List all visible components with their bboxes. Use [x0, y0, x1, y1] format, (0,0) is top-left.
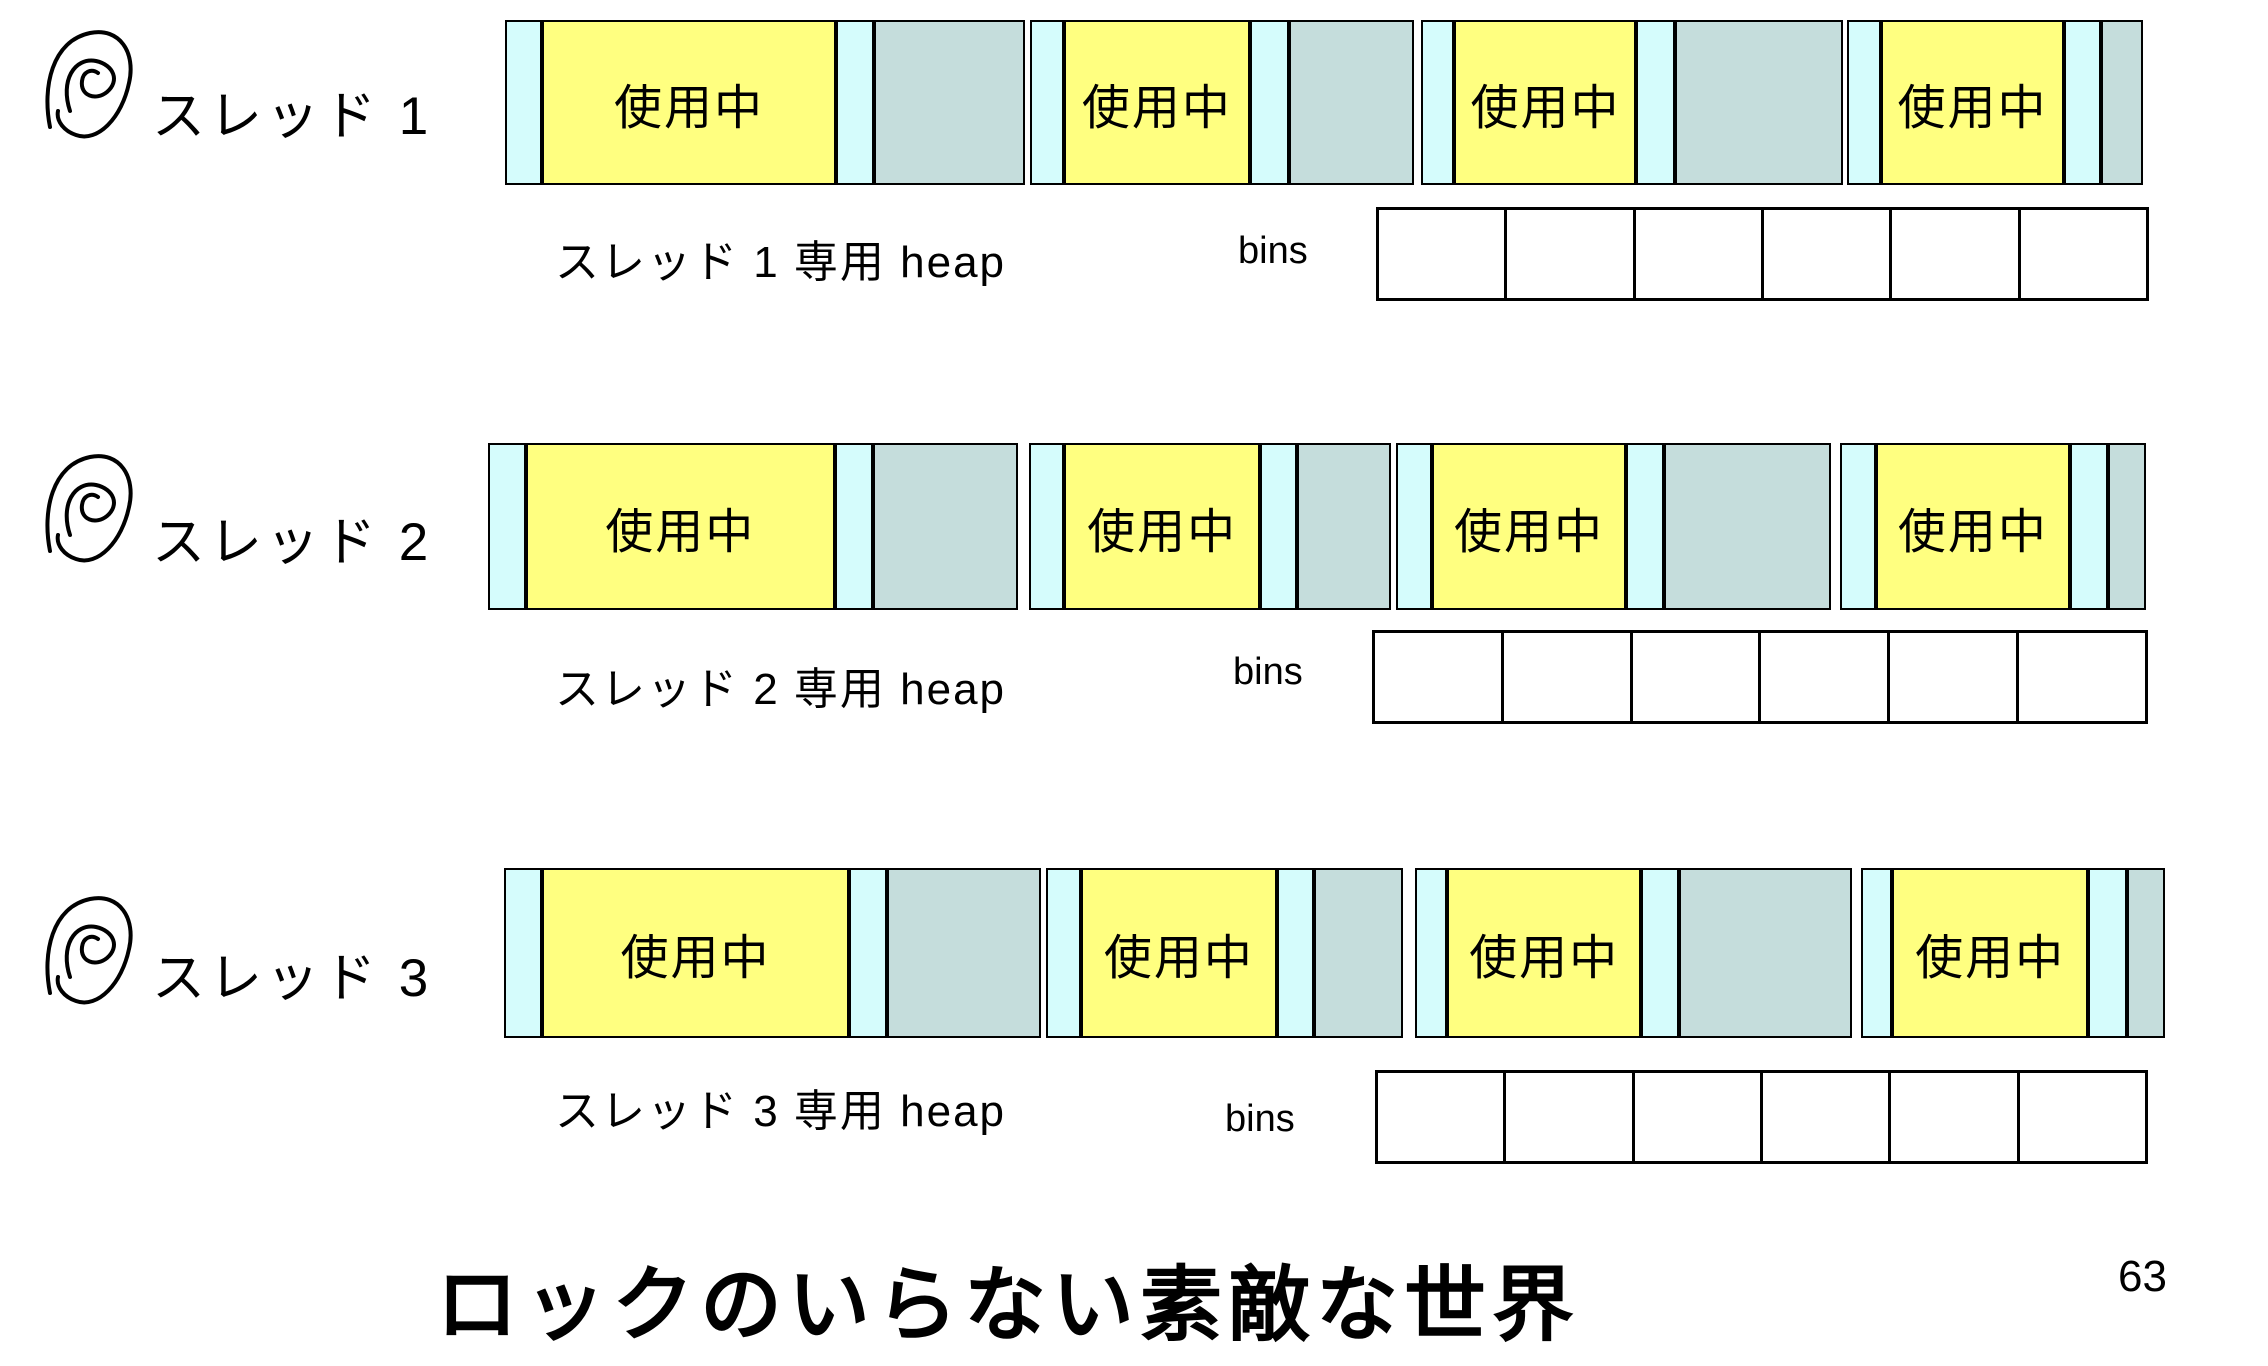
heap-block-used: 使用中 — [1892, 868, 2089, 1038]
heap-block-gap — [1414, 20, 1422, 185]
bin-cell — [2017, 207, 2149, 301]
heap-block-free — [2101, 20, 2143, 185]
heap-block-boundary — [488, 443, 526, 610]
bin-cell — [1887, 630, 2020, 724]
thread-label: スレッド 3 — [152, 949, 433, 1008]
heap-block-gap — [1851, 868, 1861, 1038]
heap-block-gap — [1040, 868, 1047, 1038]
heap-block-free — [1678, 868, 1852, 1038]
heap-block-used: 使用中 — [1431, 443, 1627, 610]
heap-caption: スレッド 3 専用 heap — [555, 1087, 1007, 1136]
heap-bar: 使用中使用中使用中使用中 — [504, 868, 2165, 1038]
heap-block-boundary — [504, 868, 543, 1038]
bin-cell — [1760, 207, 1893, 301]
heap-block-free — [1288, 20, 1415, 185]
page-number: 63 — [2118, 1252, 2167, 1301]
heap-block-gap — [1391, 443, 1397, 610]
heap-block-boundary — [1414, 868, 1448, 1038]
heap-block-boundary — [2088, 868, 2127, 1038]
bins-label: bins — [1225, 1098, 1295, 1140]
heap-block-used: 使用中 — [1880, 20, 2064, 185]
heap-block-boundary — [1860, 868, 1893, 1038]
bin-cell — [2016, 1070, 2148, 1164]
heap-block-boundary — [1029, 443, 1064, 610]
heap-block-free — [872, 443, 1018, 610]
heap-block-gap — [1831, 443, 1841, 610]
heap-block-boundary — [835, 443, 873, 610]
bins-array — [1372, 630, 2148, 724]
heap-block-boundary — [1276, 868, 1315, 1038]
bin-cell — [1376, 207, 1508, 301]
bin-cell — [1632, 207, 1764, 301]
heap-bar: 使用中 使用中 使用中 使用中 — [488, 443, 2146, 610]
heap-caption: スレッド 1 専用 heap — [555, 238, 1007, 287]
heap-block-boundary — [848, 868, 887, 1038]
heap-block-used: 使用中 — [525, 443, 836, 610]
heap-block-free — [1314, 868, 1403, 1038]
heap-block-gap — [1024, 20, 1030, 185]
bin-cell — [1629, 630, 1762, 724]
heap-block-gap — [1402, 868, 1415, 1038]
heap-block-boundary — [2063, 20, 2102, 185]
bin-cell — [1372, 630, 1504, 724]
thread-label: スレッド 2 — [152, 513, 433, 572]
bin-cell — [1759, 1070, 1892, 1164]
thread-label: スレッド 1 — [152, 87, 433, 146]
bins-array — [1375, 1070, 2148, 1164]
heap-block-boundary — [1636, 20, 1675, 185]
bins-array — [1376, 207, 2149, 301]
heap-caption: スレッド 2 専用 heap — [555, 665, 1007, 714]
heap-block-boundary — [1249, 20, 1289, 185]
heap-block-boundary — [2069, 443, 2109, 610]
heap-block-boundary — [1421, 20, 1455, 185]
bin-cell — [2016, 630, 2148, 724]
bin-cell — [1503, 1070, 1635, 1164]
bin-cell — [1504, 207, 1636, 301]
heap-bar: 使用中 使用中 使用中 使用中 — [505, 20, 2143, 185]
heap-block-free — [2108, 443, 2146, 610]
heap-block-free — [874, 20, 1025, 185]
heap-block-boundary — [1840, 443, 1876, 610]
heap-block-used: 使用中 — [1063, 443, 1261, 610]
bin-cell — [1375, 1070, 1507, 1164]
bins-label: bins — [1233, 651, 1303, 693]
bin-cell — [1889, 207, 2021, 301]
heap-block-boundary — [1846, 20, 1881, 185]
heap-block-used: 使用中 — [1080, 868, 1277, 1038]
heap-block-used: 使用中 — [1454, 20, 1637, 185]
heap-block-boundary — [1029, 20, 1064, 185]
heap-block-boundary — [1046, 868, 1081, 1038]
heap-block-boundary — [505, 20, 543, 185]
bin-cell — [1500, 630, 1633, 724]
heap-block-free — [1663, 443, 1832, 610]
bins-label: bins — [1238, 230, 1308, 272]
heap-block-gap — [1842, 20, 1847, 185]
heap-block-boundary — [1626, 443, 1664, 610]
heap-block-free — [2126, 868, 2165, 1038]
heap-block-boundary — [1396, 443, 1432, 610]
heap-block-boundary — [835, 20, 875, 185]
heap-block-free — [886, 868, 1041, 1038]
heap-block-free — [1674, 20, 1843, 185]
heap-block-used: 使用中 — [1063, 20, 1250, 185]
thread-scribble-icon — [45, 896, 133, 1005]
heap-block-boundary — [1641, 868, 1679, 1038]
heap-block-used: 使用中 — [1447, 868, 1642, 1038]
heap-block-used: 使用中 — [542, 868, 849, 1038]
slide-title: ロックのいらない素敵な世界 — [436, 1260, 1581, 1351]
thread-scribble-icon — [45, 454, 133, 563]
heap-block-used: 使用中 — [542, 20, 836, 185]
bin-cell — [1631, 1070, 1763, 1164]
bin-cell — [1888, 1070, 2020, 1164]
bin-cell — [1758, 630, 1891, 724]
heap-block-gap — [1017, 443, 1030, 610]
heap-block-used: 使用中 — [1875, 443, 2070, 610]
heap-block-free — [1296, 443, 1392, 610]
thread-scribble-icon — [45, 30, 133, 139]
heap-block-boundary — [1260, 443, 1297, 610]
